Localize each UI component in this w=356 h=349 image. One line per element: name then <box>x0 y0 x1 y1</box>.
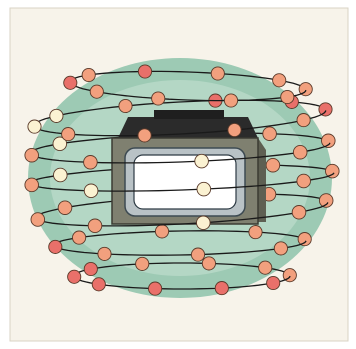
ring-1-bead <box>81 67 96 83</box>
ring-4-bead <box>196 181 212 197</box>
ring-6-bead <box>97 246 112 261</box>
ring-3-bead <box>292 144 308 160</box>
ring-1-bead <box>63 75 78 90</box>
ring-5-bead <box>318 193 334 208</box>
ring-6-front-line <box>53 240 307 256</box>
ring-6-bead <box>154 224 170 239</box>
ring-4-bead <box>83 183 99 199</box>
ring-1-bead <box>210 66 225 81</box>
ring-3-bead <box>194 153 209 169</box>
ring-6-bead <box>72 230 87 245</box>
monitor-screen <box>133 154 237 210</box>
ring-5-bead <box>196 215 211 231</box>
ring-4-bead <box>265 157 281 173</box>
ring-3-bead <box>24 147 39 163</box>
monitor-side-shadow <box>258 138 266 222</box>
ring-7-bead <box>282 268 297 283</box>
ring-1-bead <box>151 91 166 106</box>
ring-7-bead <box>201 256 216 271</box>
ring-1-bead <box>280 89 295 105</box>
ring-5-bead <box>87 218 103 234</box>
ring-3-bead <box>262 126 277 141</box>
ring-4-bead <box>325 163 340 179</box>
ring-1-bead <box>137 64 153 79</box>
ring-6-bead <box>48 239 63 254</box>
ring-4-bead <box>24 177 39 193</box>
ring-6-bead <box>297 232 312 247</box>
monitor-top-housing <box>118 117 258 138</box>
ring-7-bead <box>266 275 281 291</box>
ring-6-bead <box>248 225 263 240</box>
rings-back <box>29 64 340 283</box>
ring-2-bead <box>49 108 64 123</box>
monitor <box>111 110 266 225</box>
ring-6-bead <box>273 241 288 256</box>
ring-2-bead <box>137 128 152 143</box>
ring-2-bead <box>27 119 42 134</box>
ring-3-bead <box>83 155 98 170</box>
ring-2-bead <box>296 113 311 128</box>
ring-4-bead <box>53 167 68 183</box>
rings-front <box>24 75 335 296</box>
ring-3-bead <box>52 136 68 152</box>
ring-6-bead <box>190 247 206 262</box>
monitor-top-cap <box>154 110 224 119</box>
ring-5-bead <box>291 205 307 220</box>
ring-7-bead <box>135 256 150 271</box>
ring-2-bead <box>227 122 242 138</box>
ring-1-bead <box>272 73 287 88</box>
ring-4-front-line <box>29 172 335 192</box>
ring-7-bead <box>214 281 229 296</box>
ring-7-bead <box>67 269 82 284</box>
ring-2-bead <box>118 98 133 114</box>
ring-2-bead <box>61 127 76 142</box>
ring-1-bead <box>223 93 239 108</box>
ring-1-bead <box>89 84 104 99</box>
ring-5-bead <box>57 200 73 215</box>
ring-3-front-line <box>29 142 331 164</box>
ring-7-bead <box>91 277 106 292</box>
ring-4-bead <box>296 173 311 189</box>
ring-1-bead <box>298 82 313 97</box>
ring-7-bead <box>258 260 273 275</box>
ring-6-back-line <box>53 230 307 246</box>
ring-7-bead <box>148 281 163 296</box>
ring-3-bead <box>321 133 336 149</box>
ring-7-bead <box>83 261 98 277</box>
ring-2-bead <box>318 102 333 117</box>
ring-5-bead <box>30 212 46 227</box>
ring-5-front-line <box>35 202 329 227</box>
